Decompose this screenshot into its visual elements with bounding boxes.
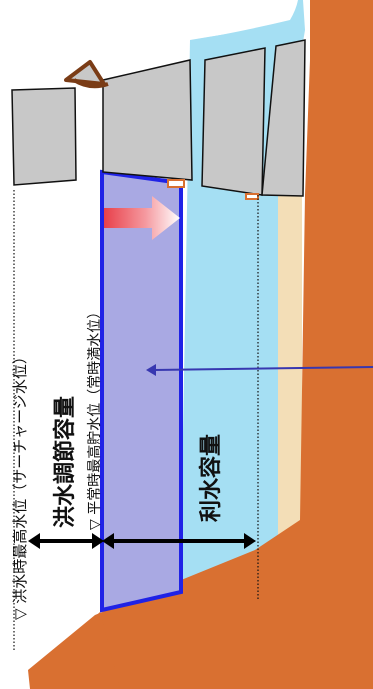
gate-left: [11, 87, 77, 186]
outlet-right: [245, 193, 259, 200]
ground: [28, 0, 373, 689]
water-use-capacity-arrow: [102, 533, 256, 549]
normal-level-label: ▽ 平常時最高貯水位（常時満水位）: [86, 305, 103, 530]
flood-capacity-label: 洪水調節容量: [52, 396, 78, 528]
pointer-arrowhead: [146, 364, 156, 376]
gradient-arrow-icon: [104, 196, 180, 240]
gate-center: [102, 59, 193, 181]
flood-control-volume: [100, 169, 183, 613]
pointer-line: [153, 366, 373, 371]
flood-capacity-arrow: [28, 533, 104, 549]
gate-right-b: [261, 39, 306, 197]
water-surface-ripple: [190, 0, 305, 60]
outlet-center: [167, 179, 185, 188]
radial-gate-icon: [64, 60, 109, 89]
gate-right-a: [201, 47, 266, 196]
water-use-capacity-label: 利水容量: [198, 434, 224, 522]
surcharge-level-label: ▽ 洪水時最高水位（サーチャージ水位）: [11, 349, 29, 620]
ground-lower: [30, 612, 120, 689]
